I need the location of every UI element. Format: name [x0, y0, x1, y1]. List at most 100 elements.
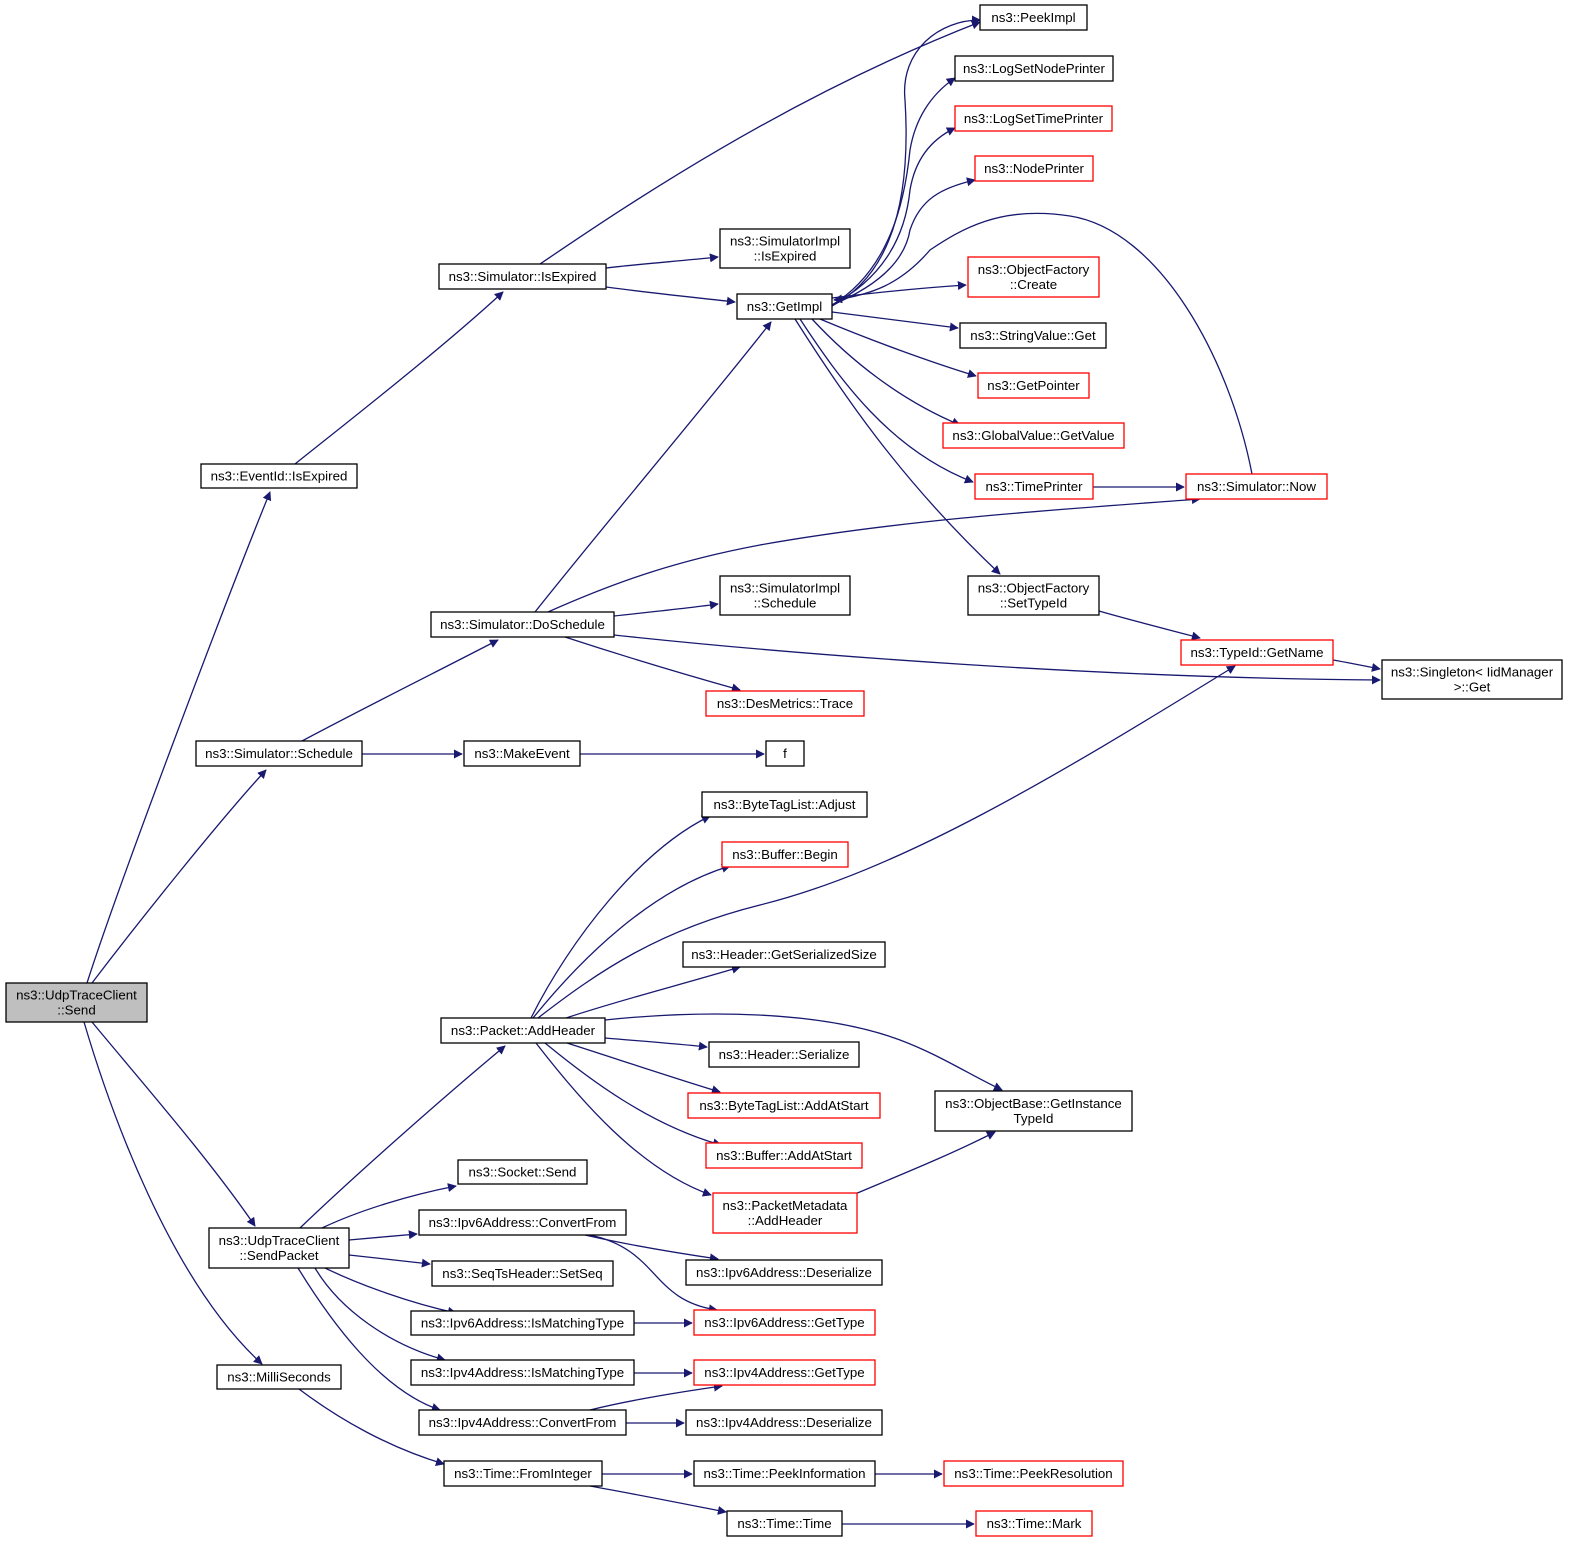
node-box	[712, 1192, 858, 1234]
edge-getimpl-to-stringvalue_get	[831, 311, 959, 332]
node-label: ns3::GlobalValue::GetValue	[952, 428, 1114, 443]
node-label: ns3::ByteTagList::Adjust	[714, 797, 856, 812]
node-ipv4_ismatching[interactable]: ns3::Ipv4Address::IsMatchingType	[410, 1359, 635, 1386]
node-ipv4_convertfrom[interactable]: ns3::Ipv4Address::ConvertFrom	[418, 1409, 627, 1436]
node-header_serialize[interactable]: ns3::Header::Serialize	[708, 1041, 860, 1068]
node-ipv6_gettype[interactable]: ns3::Ipv6Address::GetType	[693, 1309, 876, 1336]
node-box	[410, 1359, 635, 1386]
node-logsettimeprinter[interactable]: ns3::LogSetTimePrinter	[954, 105, 1113, 132]
node-label: ns3::SeqTsHeader::SetSeq	[442, 1266, 602, 1281]
edge-packet_addheader-to-header_getserializedsize	[565, 965, 741, 1019]
edge-getimpl-to-logsetnodeprinter	[831, 77, 956, 306]
node-time_time[interactable]: ns3::Time::Time	[726, 1510, 843, 1537]
node-time_frominteger[interactable]: ns3::Time::FromInteger	[443, 1460, 603, 1487]
node-box	[765, 740, 805, 767]
edge-sendpacket-to-ipv4_ismatching	[314, 1267, 446, 1363]
node-header_getserializedsize[interactable]: ns3::Header::GetSerializedSize	[682, 941, 886, 968]
edge-sim_isexpired-to-simimpl_isexpired	[605, 253, 719, 269]
node-label: ns3::Buffer::Begin	[732, 847, 837, 862]
node-label: ns3::LogSetTimePrinter	[964, 111, 1104, 126]
node-box	[440, 1017, 606, 1044]
node-time_mark[interactable]: ns3::Time::Mark	[975, 1510, 1093, 1537]
node-seqts_setseq[interactable]: ns3::SeqTsHeader::SetSeq	[431, 1260, 614, 1287]
node-packetmetadata_addheader[interactable]: ns3::PacketMetadata::AddHeader	[712, 1192, 858, 1234]
edge-sim_isexpired-to-peekimpl	[539, 20, 981, 265]
node-box	[979, 4, 1088, 31]
node-box	[200, 463, 358, 489]
node-box	[216, 1364, 342, 1390]
node-label: ns3::MakeEvent	[474, 746, 570, 761]
node-makeevent[interactable]: ns3::MakeEvent	[463, 740, 581, 767]
node-nodeprinter[interactable]: ns3::NodePrinter	[974, 155, 1094, 182]
node-getimpl[interactable]: ns3::GetImpl	[736, 293, 833, 320]
node-packet_addheader[interactable]: ns3::Packet::AddHeader	[440, 1017, 606, 1044]
node-box	[721, 841, 849, 868]
node-desmetrics_trace[interactable]: ns3::DesMetrics::Trace	[705, 690, 865, 717]
node-eventid_isexpired[interactable]: ns3::EventId::IsExpired	[200, 463, 358, 489]
node-socket_send[interactable]: ns3::Socket::Send	[457, 1159, 588, 1185]
node-objfactory_create[interactable]: ns3::ObjectFactory::Create	[967, 256, 1100, 298]
node-box	[457, 1159, 588, 1185]
node-ipv4_gettype[interactable]: ns3::Ipv4Address::GetType	[693, 1359, 876, 1386]
edge-getimpl-to-timeprinter	[799, 318, 974, 484]
node-ipv4_deserialize[interactable]: ns3::Ipv4Address::Deserialize	[685, 1409, 883, 1436]
node-buffer_addatstart[interactable]: ns3::Buffer::AddAtStart	[705, 1142, 863, 1169]
node-sendpacket[interactable]: ns3::UdpTraceClient::SendPacket	[208, 1227, 350, 1269]
node-label: ns3::UdpTraceClient	[219, 1233, 340, 1248]
node-bytetaglist_adjust[interactable]: ns3::ByteTagList::Adjust	[701, 791, 868, 818]
node-label: ns3::SimulatorImpl	[730, 234, 840, 249]
node-box	[701, 791, 868, 818]
node-label: ns3::Time::PeekInformation	[703, 1466, 865, 1481]
edge-typeid_getname-to-singleton_get	[1332, 659, 1381, 672]
node-milliseconds[interactable]: ns3::MilliSeconds	[216, 1364, 342, 1390]
node-ipv6_convertfrom[interactable]: ns3::Ipv6Address::ConvertFrom	[418, 1209, 627, 1236]
edge-send-to-eventid_isexpired	[86, 491, 272, 984]
node-send[interactable]: ns3::UdpTraceClient::Send	[5, 982, 148, 1023]
node-objfactory_settypeid[interactable]: ns3::ObjectFactory::SetTypeId	[967, 575, 1100, 616]
node-singleton_get[interactable]: ns3::Singleton< IidManager >::Get	[1381, 659, 1563, 700]
node-label: ns3::ObjectFactory	[978, 262, 1090, 277]
node-label: ns3::ByteTagList::AddAtStart	[699, 1098, 869, 1113]
node-sim_schedule[interactable]: ns3::Simulator::Schedule	[195, 740, 363, 767]
edge-packet_addheader-to-packetmetadata_addheader	[535, 1042, 712, 1197]
node-label: ns3::TimePrinter	[985, 479, 1083, 494]
node-time_peekresolution[interactable]: ns3::Time::PeekResolution	[943, 1460, 1124, 1487]
node-time_peekinformation[interactable]: ns3::Time::PeekInformation	[693, 1460, 876, 1487]
node-buffer_begin[interactable]: ns3::Buffer::Begin	[721, 841, 849, 868]
node-layer: ns3::UdpTraceClient::Send ns3::EventId::I…	[5, 4, 1563, 1537]
node-globalvalue_getvalue[interactable]: ns3::GlobalValue::GetValue	[942, 422, 1125, 449]
node-label: ns3::Singleton< IidManager	[1391, 665, 1554, 680]
node-box	[954, 105, 1113, 132]
node-label: ns3::Socket::Send	[469, 1165, 577, 1180]
node-peekimpl[interactable]: ns3::PeekImpl	[979, 4, 1088, 31]
edge-sim_doschedule-to-simimpl_schedule	[613, 600, 719, 617]
node-box	[410, 1310, 635, 1336]
node-label: ns3::NodePrinter	[984, 161, 1084, 176]
node-bytetaglist_addatstart[interactable]: ns3::ByteTagList::AddAtStart	[687, 1092, 881, 1119]
node-ipv6_ismatching[interactable]: ns3::Ipv6Address::IsMatchingType	[410, 1310, 635, 1336]
node-simimpl_schedule[interactable]: ns3::SimulatorImpl::Schedule	[719, 575, 851, 616]
edge-sendpacket-to-ipv4_convertfrom	[297, 1267, 441, 1412]
node-f[interactable]: f	[765, 740, 805, 767]
node-label: ns3::Buffer::AddAtStart	[716, 1148, 852, 1163]
node-timeprinter[interactable]: ns3::TimePrinter	[974, 473, 1094, 500]
node-label: ns3::Ipv6Address::ConvertFrom	[429, 1215, 617, 1230]
edge-ipv6_convertfrom-to-ipv6_gettype	[589, 1234, 718, 1314]
node-typeid_getname[interactable]: ns3::TypeId::GetName	[1180, 639, 1334, 666]
node-ipv6_deserialize[interactable]: ns3::Ipv6Address::Deserialize	[685, 1259, 883, 1286]
node-sim_isexpired[interactable]: ns3::Simulator::IsExpired	[438, 263, 607, 290]
node-sim_doschedule[interactable]: ns3::Simulator::DoSchedule	[430, 611, 615, 638]
edge-send-to-sim_schedule	[91, 769, 267, 984]
node-logsetnodeprinter[interactable]: ns3::LogSetNodePrinter	[954, 55, 1114, 82]
node-label: ns3::EventId::IsExpired	[211, 469, 348, 484]
node-stringvalue_get[interactable]: ns3::StringValue::Get	[959, 322, 1107, 349]
edge-sendpacket-to-ipv6_ismatching	[324, 1267, 457, 1316]
edge-objfactory_settypeid-to-typeid_getname	[1098, 610, 1201, 641]
node-simulator_now[interactable]: ns3::Simulator::Now	[1185, 473, 1328, 500]
node-getpointer[interactable]: ns3::GetPointer	[977, 372, 1090, 399]
node-simimpl_isexpired[interactable]: ns3::SimulatorImpl::IsExpired	[719, 228, 851, 269]
node-label: ns3::Time::FromInteger	[454, 1466, 592, 1481]
edge-sendpacket-to-packet_addheader	[299, 1045, 506, 1229]
